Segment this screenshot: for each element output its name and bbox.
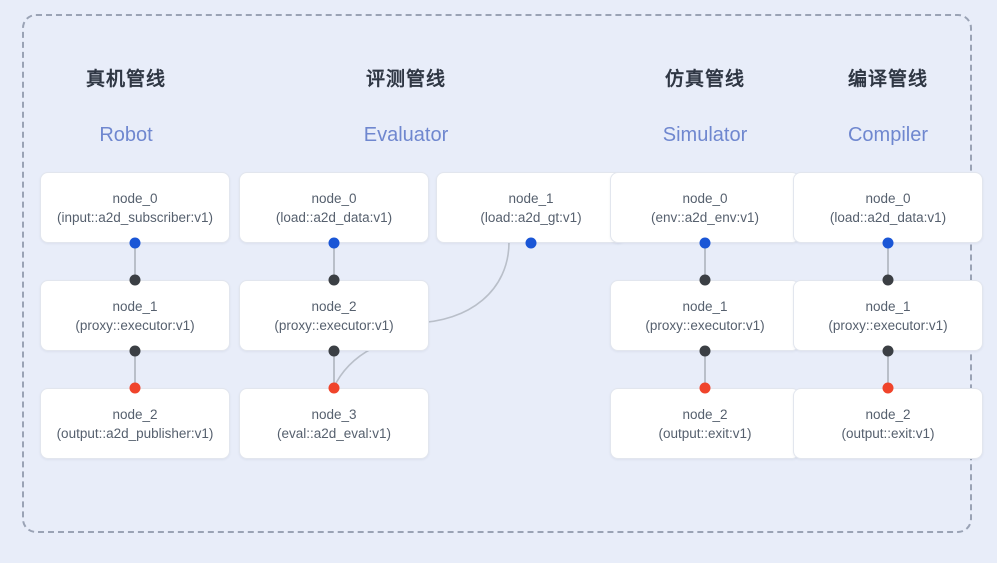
node-robot-0[interactable]: node_0 (input::a2d_subscriber:v1) — [40, 172, 230, 243]
node-name: node_0 — [311, 190, 357, 206]
node-name: node_1 — [865, 298, 911, 314]
node-impl: (proxy::executor:v1) — [645, 317, 765, 333]
column-title-en-robot: Robot — [99, 124, 153, 146]
node-robot-2[interactable]: node_2 (output::a2d_publisher:v1) — [40, 388, 230, 459]
node-name: node_0 — [865, 190, 911, 206]
edge-comp-1-2 — [887, 350, 889, 388]
port-output-evaluator-2[interactable] — [328, 345, 340, 357]
column-title-en-evaluator: Evaluator — [363, 124, 449, 146]
node-impl: (load::a2d_data:v1) — [275, 209, 393, 225]
node-evaluator-0[interactable]: node_0 (load::a2d_data:v1) — [239, 172, 429, 243]
port-input-robot-1[interactable] — [129, 274, 141, 286]
node-impl: (output::a2d_publisher:v1) — [56, 425, 214, 441]
node-compiler-2[interactable]: node_2 (output::exit:v1) — [793, 388, 983, 459]
node-simulator-0[interactable]: node_0 (env::a2d_env:v1) — [610, 172, 800, 243]
node-evaluator-2[interactable]: node_2 (proxy::executor:v1) — [239, 280, 429, 351]
node-impl: (proxy::executor:v1) — [828, 317, 948, 333]
node-evaluator-3[interactable]: node_3 (eval::a2d_eval:v1) — [239, 388, 429, 459]
node-name: node_2 — [865, 406, 911, 422]
pipeline-columns: 真机管线 Robot node_0 (input::a2d_subscriber… — [22, 14, 983, 533]
node-impl: (proxy::executor:v1) — [75, 317, 195, 333]
column-title-cn-simulator: 仿真管线 — [664, 69, 745, 90]
node-impl: (output::exit:v1) — [841, 425, 935, 441]
port-output-simulator-0[interactable] — [699, 237, 711, 249]
node-name: node_1 — [508, 190, 554, 206]
port-output-compiler-0[interactable] — [882, 237, 894, 249]
node-name: node_1 — [112, 298, 158, 314]
port-output-robot-0[interactable] — [129, 237, 141, 249]
edge-comp-0-1 — [887, 242, 889, 280]
node-simulator-2[interactable]: node_2 (output::exit:v1) — [610, 388, 800, 459]
port-input-simulator-2[interactable] — [699, 382, 711, 394]
port-output-robot-1[interactable] — [129, 345, 141, 357]
node-impl: (load::a2d_gt:v1) — [480, 209, 582, 225]
node-name: node_2 — [112, 406, 158, 422]
port-input-compiler-1[interactable] — [882, 274, 894, 286]
column-compiler: 编译管线 Compiler node_0 (load::a2d_data:v1)… — [793, 14, 983, 533]
node-impl: (env::a2d_env:v1) — [650, 209, 760, 225]
node-compiler-0[interactable]: node_0 (load::a2d_data:v1) — [793, 172, 983, 243]
port-output-evaluator-1[interactable] — [525, 237, 537, 249]
node-name: node_1 — [682, 298, 728, 314]
node-name: node_0 — [112, 190, 158, 206]
node-impl: (input::a2d_subscriber:v1) — [56, 209, 214, 225]
port-input-simulator-1[interactable] — [699, 274, 711, 286]
node-impl: (proxy::executor:v1) — [274, 317, 394, 333]
node-name: node_0 — [682, 190, 728, 206]
port-output-compiler-1[interactable] — [882, 345, 894, 357]
node-compiler-1[interactable]: node_1 (proxy::executor:v1) — [793, 280, 983, 351]
port-input-compiler-2[interactable] — [882, 382, 894, 394]
node-impl: (eval::a2d_eval:v1) — [276, 425, 392, 441]
column-title-cn-robot: 真机管线 — [85, 69, 166, 90]
edge-sim-0-1 — [704, 242, 706, 280]
column-title-en-simulator: Simulator — [662, 124, 748, 146]
column-title-en-compiler: Compiler — [847, 124, 929, 146]
column-robot: 真机管线 Robot node_0 (input::a2d_subscriber… — [22, 14, 230, 533]
node-name: node_2 — [682, 406, 728, 422]
column-title-cn-compiler: 编译管线 — [847, 69, 928, 90]
node-evaluator-1[interactable]: node_1 (load::a2d_gt:v1) — [436, 172, 626, 243]
node-name: node_2 — [311, 298, 357, 314]
edge-sim-1-2 — [704, 350, 706, 388]
column-simulator: 仿真管线 Simulator node_0 (env::a2d_env:v1) … — [610, 14, 800, 533]
port-input-evaluator-2[interactable] — [328, 274, 340, 286]
column-evaluator: 评测管线 Evaluator node_0 (load::a2d_data:v1… — [230, 14, 626, 533]
node-impl: (output::exit:v1) — [658, 425, 752, 441]
node-robot-1[interactable]: node_1 (proxy::executor:v1) — [40, 280, 230, 351]
node-simulator-1[interactable]: node_1 (proxy::executor:v1) — [610, 280, 800, 351]
port-input-robot-2[interactable] — [129, 382, 141, 394]
node-name: node_3 — [311, 406, 357, 422]
column-title-cn-evaluator: 评测管线 — [365, 69, 446, 90]
edge-robot-1-2 — [134, 350, 136, 388]
node-impl: (load::a2d_data:v1) — [829, 209, 947, 225]
port-input-evaluator-3[interactable] — [328, 382, 340, 394]
port-output-evaluator-0[interactable] — [328, 237, 340, 249]
port-output-simulator-1[interactable] — [699, 345, 711, 357]
edge-eval-0-2 — [333, 242, 335, 280]
edge-robot-0-1 — [134, 242, 136, 280]
